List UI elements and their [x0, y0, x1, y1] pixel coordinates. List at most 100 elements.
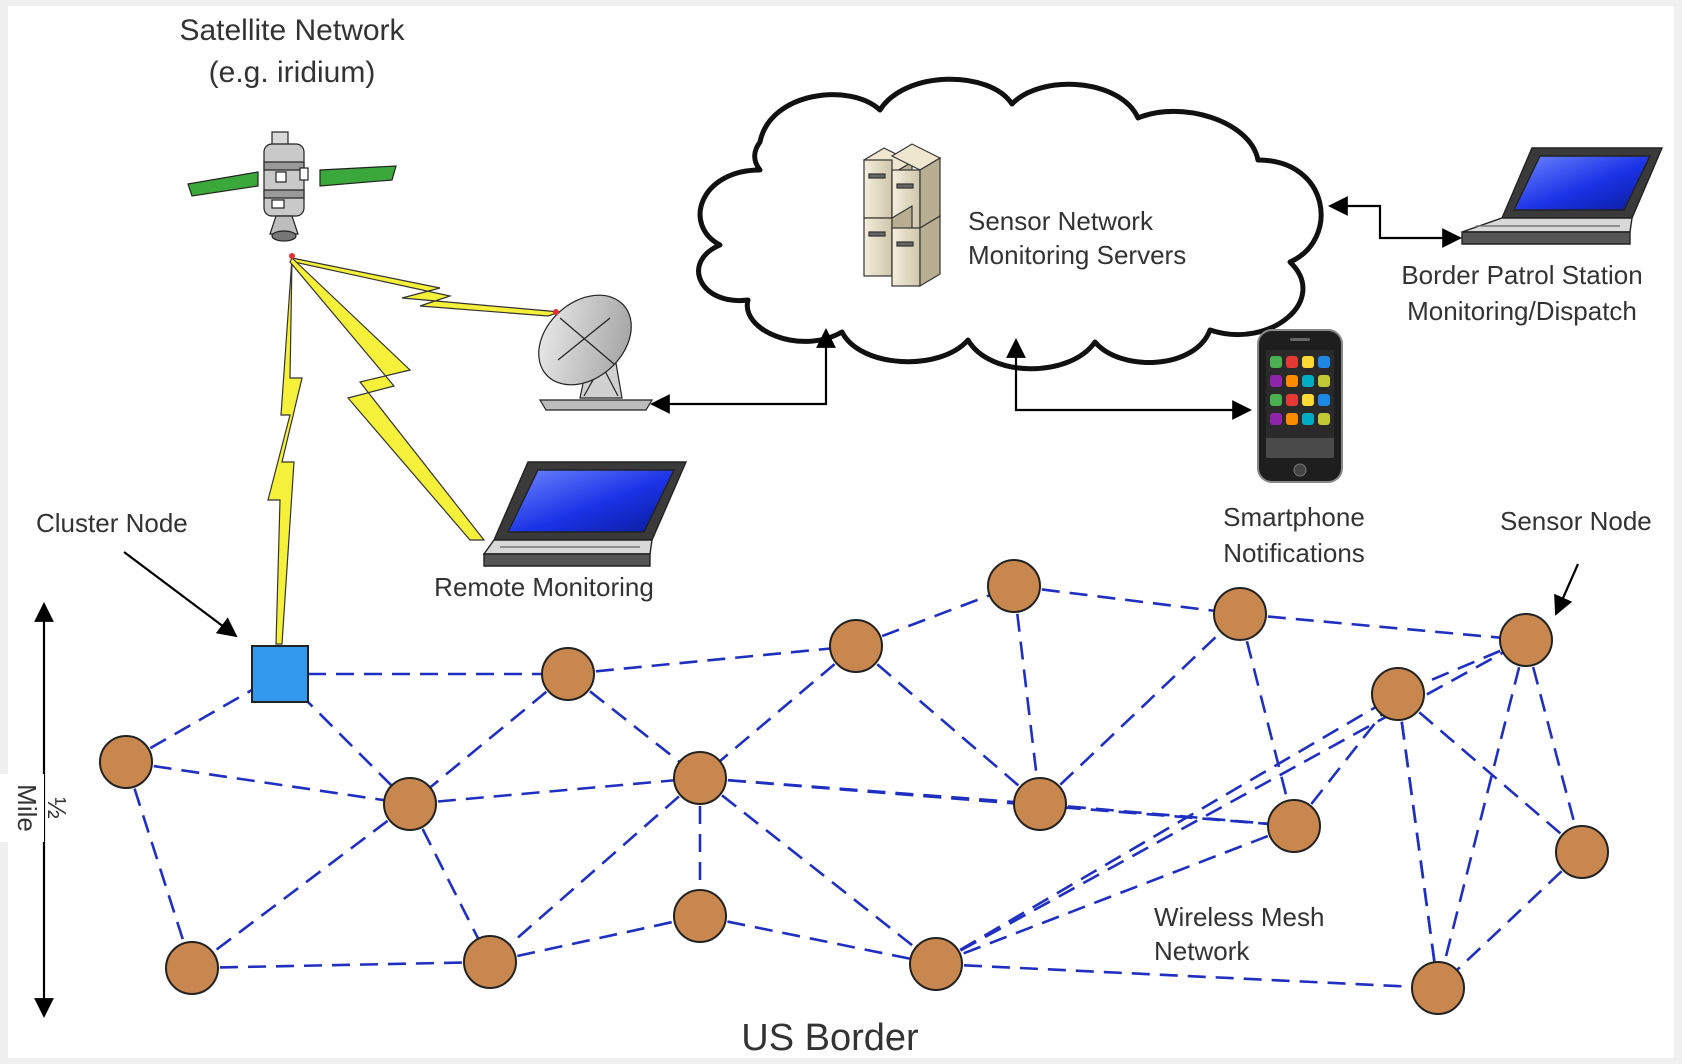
app-icon	[1318, 394, 1330, 406]
monitoring-cloud	[696, 76, 1324, 372]
mesh-link	[1039, 802, 1295, 828]
border-patrol-label-line2: Monitoring/Dispatch	[1407, 296, 1637, 326]
app-icon	[1270, 375, 1282, 387]
app-icon	[1270, 394, 1282, 406]
servers-label-line2: Monitoring Servers	[968, 240, 1186, 270]
app-icon	[1270, 413, 1282, 425]
mesh-link	[1397, 693, 1583, 853]
half-mile-unit: Mile	[12, 784, 42, 832]
cluster-node	[251, 645, 309, 703]
mesh-link	[699, 776, 1295, 828]
satellite-network-label: Satellite Network	[179, 14, 405, 47]
remote-monitoring-laptop-icon	[482, 461, 688, 567]
mesh-link	[1436, 639, 1528, 989]
mesh-link	[125, 760, 411, 806]
mesh-link	[855, 645, 1041, 805]
mesh-link	[1524, 639, 1584, 853]
lightning-to-cluster-node	[267, 257, 303, 645]
mesh-link	[489, 777, 701, 963]
mesh-link	[1039, 613, 1241, 805]
satellite-icon	[187, 131, 397, 259]
mesh-link	[409, 776, 701, 806]
smartphone-icon	[1257, 329, 1343, 483]
mesh-link	[1013, 584, 1241, 616]
sensor-node	[463, 935, 517, 989]
sensor-node	[1013, 777, 1067, 831]
sensor-node	[1411, 961, 1465, 1015]
ground-station-dish-icon	[538, 294, 654, 411]
lightning-to-ground-station	[290, 257, 561, 317]
app-icon	[1318, 413, 1330, 425]
us-border-label: US Border	[741, 1017, 919, 1059]
servers-label-line1: Sensor Network	[968, 206, 1154, 236]
app-icon	[1302, 394, 1314, 406]
app-icon	[1302, 413, 1314, 425]
border-patrol-laptop-icon	[1461, 147, 1664, 245]
app-icon	[1302, 356, 1314, 368]
dish-to-cloud-connection	[650, 328, 836, 414]
mesh-link	[1396, 693, 1440, 989]
mesh-network-label-line2: Network	[1154, 936, 1250, 966]
sensor-node	[1499, 613, 1553, 667]
mesh-link	[1239, 612, 1527, 642]
app-icon	[1302, 375, 1314, 387]
sensor-node-label: Sensor Node	[1500, 506, 1652, 536]
remote-monitoring-label: Remote Monitoring	[434, 572, 654, 602]
mesh-link	[699, 776, 937, 966]
app-icon	[1286, 394, 1298, 406]
app-icon	[1286, 375, 1298, 387]
sensor-node-pointer	[1554, 563, 1580, 616]
sensor-node	[829, 619, 883, 673]
sensor-node	[1371, 667, 1425, 721]
mesh-link	[124, 761, 194, 969]
mesh-nodes	[99, 559, 1609, 1015]
mesh-link	[699, 914, 937, 966]
cloud-to-smartphone-connection	[1006, 338, 1252, 420]
half-mile-label: ½ Mile	[0, 774, 72, 842]
sensor-node	[383, 777, 437, 831]
satellite-radio-links	[267, 257, 561, 645]
app-icon-grid	[1270, 356, 1330, 425]
app-icon	[1318, 375, 1330, 387]
mesh-network-label-line1: Wireless Mesh	[1154, 902, 1324, 932]
sensor-node	[165, 941, 219, 995]
mesh-link	[409, 672, 569, 806]
mesh-link	[699, 645, 857, 779]
app-icon	[1286, 413, 1298, 425]
sensor-node	[1555, 825, 1609, 879]
diagram-labels: Satellite Network (e.g. iridium) Sensor …	[0, 14, 1652, 1059]
mesh-link	[567, 672, 701, 780]
cluster-node-pointer	[123, 551, 238, 638]
app-icon	[1270, 356, 1282, 368]
half-mile-fraction: ½	[42, 797, 72, 819]
lightning-to-remote-laptop	[289, 257, 486, 541]
app-icon	[1286, 356, 1298, 368]
mesh-link	[1437, 851, 1583, 989]
smartphone-label-line1: Smartphone	[1223, 502, 1365, 532]
smartphone-label-line2: Notifications	[1223, 538, 1365, 568]
app-icon	[1318, 356, 1330, 368]
satellite-example-label: (e.g. iridium)	[209, 56, 376, 89]
mesh-link	[489, 914, 701, 964]
mesh-link	[935, 824, 1295, 966]
cloud-to-border-patrol-connection	[1328, 196, 1462, 248]
cluster-node-label: Cluster Node	[36, 508, 188, 538]
mesh-link	[855, 584, 1015, 648]
mesh-link	[935, 692, 1399, 966]
sensor-node	[99, 735, 153, 789]
mesh-link	[1292, 693, 1400, 827]
sensor-node	[541, 647, 595, 701]
sensor-node	[1213, 587, 1267, 641]
mesh-links	[124, 584, 1584, 990]
border-patrol-label-line1: Border Patrol Station	[1401, 260, 1642, 290]
mesh-link	[408, 803, 492, 963]
mesh-link	[567, 644, 857, 676]
mesh-link	[1238, 613, 1296, 827]
sensor-node	[673, 751, 727, 805]
mesh-link	[935, 638, 1527, 966]
sensor-node	[1267, 799, 1321, 853]
sensor-node	[987, 559, 1041, 613]
mesh-link	[191, 960, 491, 970]
